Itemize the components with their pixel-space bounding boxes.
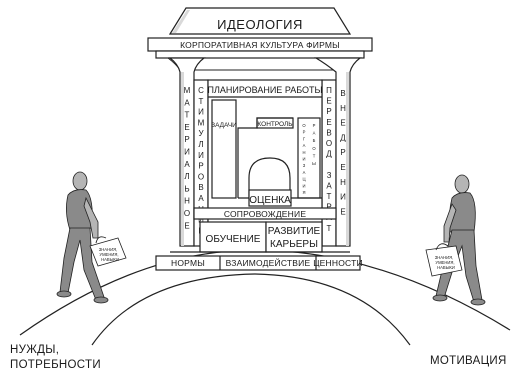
pillar-letter: В	[326, 128, 331, 137]
pillar-letter: Н	[340, 104, 346, 113]
career-label-line2: КАРЬЕРЫ	[270, 239, 318, 250]
pillar-letter: Р	[340, 148, 345, 157]
pillar-letter: Д	[340, 133, 346, 142]
ground-arc-inner	[92, 274, 410, 345]
pillar-letter: Е	[340, 119, 345, 128]
training-box: ОБУЧЕНИЕ	[200, 222, 266, 252]
pillar-letter: А	[198, 194, 204, 203]
pillar-letter: Т	[199, 97, 204, 106]
pillar-letter: О	[326, 139, 332, 148]
pillar-letter: И	[184, 148, 190, 157]
pillar-letter: Н	[340, 178, 346, 187]
base-interaction: ВЗАИМОДЕЙСТВИЕ	[226, 257, 311, 268]
pillar-letter: Н	[184, 197, 190, 206]
motivation-label: МОТИВАЦИЯ	[430, 355, 507, 367]
support-label: СОПРОВОЖДЕНИЕ	[224, 209, 307, 219]
pillar-letter: И	[198, 151, 204, 160]
pillar-letter: О	[198, 172, 204, 181]
pillar-letter: Р	[184, 135, 189, 144]
tasks-box: ЗАДАЧИ	[211, 100, 237, 198]
roof: ИДЕОЛОГИЯ	[170, 8, 350, 34]
needs-label-line2: ПОТРЕБНОСТИ	[10, 359, 101, 371]
pillar-letter: Е	[184, 123, 189, 132]
pillar-letter: Л	[198, 140, 203, 149]
person-right	[433, 175, 485, 305]
pillar-letter: В	[340, 89, 345, 98]
pillar-letter: И	[302, 157, 305, 162]
base-norms: НОРМЫ	[171, 258, 205, 268]
pillar-letter: Е	[326, 118, 331, 127]
entablature-label: КОРПОРАТИВНАЯ КУЛЬТУРА ФИРМЫ	[180, 40, 340, 50]
training-label: ОБУЧЕНИЕ	[206, 234, 261, 245]
pillar-letter: В	[198, 183, 203, 192]
pillar-letter: Т	[313, 153, 316, 158]
pillar-letter: И	[340, 193, 346, 202]
bag-left: ЗНАНИЯ, УМЕНИЯ, НАВЫКИ	[90, 237, 126, 266]
pillar-letter: А	[303, 170, 306, 175]
pillar-letter: Д	[326, 150, 332, 159]
needs-label-line1: НУЖДЫ,	[10, 344, 59, 356]
pillar-letter: Н	[302, 150, 305, 155]
pillar-letter: Л	[184, 172, 189, 181]
pillar-letter: С	[198, 86, 204, 95]
pillar-letter: Р	[198, 162, 203, 171]
support-band: СОПРОВОЖДЕНИЕ	[194, 208, 336, 219]
base-values: ЦЕННОСТИ	[313, 258, 363, 268]
evaluation-label: ОЦЕНКА	[249, 195, 291, 206]
career-box: РАЗВИТИЕ КАРЬЕРЫ	[266, 222, 322, 252]
pillar-letter: Е	[340, 207, 345, 216]
pillar-letter: А	[184, 160, 190, 169]
pillar-letter: М	[198, 118, 205, 127]
pillar-letter: А	[313, 131, 316, 136]
pillar-letter: Т	[327, 224, 332, 233]
control-label: КОНТРОЛЬ	[257, 121, 292, 128]
tasks-label: ЗАДАЧИ	[211, 122, 237, 129]
pillar-letter: М	[184, 86, 191, 95]
pillar-letter: Е	[184, 221, 189, 230]
pillar-letter: А	[303, 143, 306, 148]
organization-box	[298, 118, 320, 198]
pillar-letter: Б	[313, 138, 316, 143]
pillar-letter: Р	[326, 107, 331, 116]
pillar-letter: И	[198, 108, 204, 117]
pillar-letter: А	[326, 181, 332, 190]
person-left	[57, 172, 108, 303]
bag-right: ЗНАНИЯ, УМЕНИЯ, НАВЫКИ	[426, 244, 462, 276]
pillar-letter: Ы	[312, 161, 316, 166]
base: НОРМЫ ВЗАИМОДЕЙСТВИЕ ЦЕННОСТИ	[156, 252, 363, 270]
pillar-letter: Ь	[184, 184, 189, 193]
pillar-letter: Р	[303, 130, 306, 135]
pillar-letter: И	[302, 183, 305, 188]
pillar-letter: Т	[327, 192, 332, 201]
pillar-letter: Т	[185, 111, 190, 120]
bag-left-line3: НАВЫКИ	[101, 257, 119, 262]
pillar-letter: О	[184, 209, 190, 218]
pillar-letter: З	[327, 171, 332, 180]
pillar-letter: А	[184, 98, 190, 107]
career-label-line1: РАЗВИТИЕ	[268, 226, 321, 237]
pillar-letter: П	[326, 86, 332, 95]
pillar-letter: Я	[302, 190, 305, 195]
bag-right-line3: НАВЫКИ	[437, 265, 455, 270]
control-box: КОНТРОЛЬ	[257, 118, 293, 128]
planning-label: ПЛАНИРОВАНИЕ РАБОТЫ	[207, 85, 322, 95]
pillar-letter: Е	[340, 163, 345, 172]
roof-title: ИДЕОЛОГИЯ	[217, 17, 303, 32]
pillar-letter: Р	[313, 123, 316, 128]
pillar-letter: Е	[326, 97, 331, 106]
